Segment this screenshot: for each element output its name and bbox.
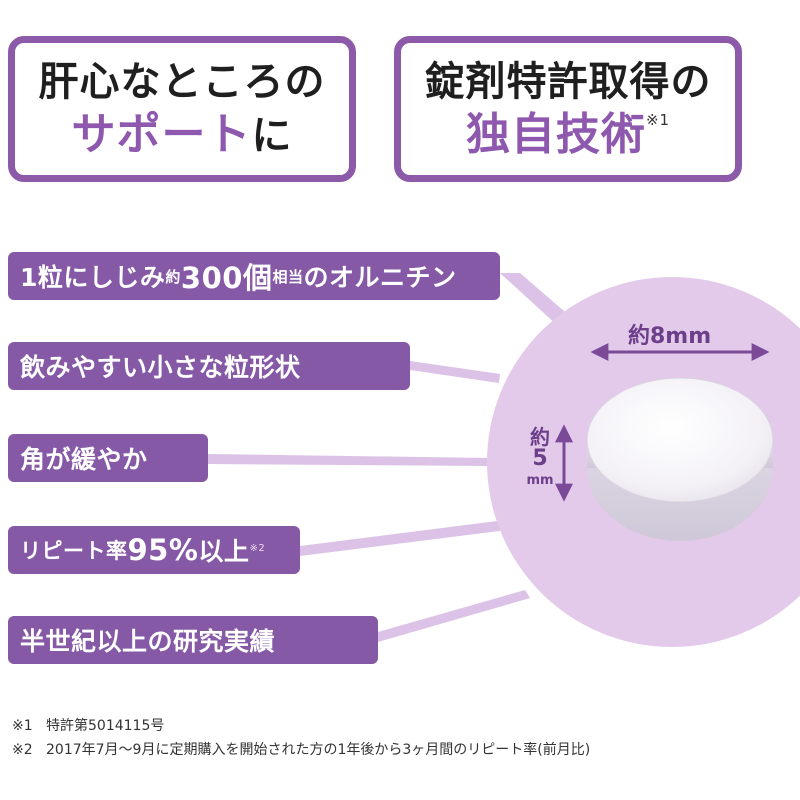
height-label: 約 5 mm xyxy=(522,426,558,492)
footnote-2: ※2 2017年7月～9月に定期購入を開始された方の1年後から3ヶ月間のリピート率… xyxy=(12,738,590,762)
footnote-2-mark: ※2 xyxy=(12,742,33,758)
feature-1-part-2: 約 xyxy=(165,267,181,286)
feature-1-part-3: 300個 xyxy=(180,261,273,295)
footnote-2-text: 2017年7月～9月に定期購入を開始された方の1年後から3ヶ月間のリピート率(前… xyxy=(46,742,591,758)
connector-line-5 xyxy=(378,590,530,642)
connector-line-3 xyxy=(208,454,492,466)
headline-box-patent: 錠剤特許取得の 独自技術※1 xyxy=(394,36,742,182)
width-label: 約8mm xyxy=(628,324,712,349)
headline-left-line1: 肝心なところの xyxy=(38,58,326,105)
feature-5-text: 半世紀以上の研究実績 xyxy=(20,627,276,656)
footnote-1: ※1 特許第5014115号 xyxy=(12,714,590,738)
headline-left-accent: サポート xyxy=(71,108,252,160)
headline-right-line2: 独自技術※1 xyxy=(466,107,670,162)
headline-left-line2: サポートに xyxy=(72,107,293,162)
feature-4-part-1: リピート率 xyxy=(20,539,128,563)
feature-4-note-mark: ※2 xyxy=(249,542,266,554)
headline-right-note-mark: ※1 xyxy=(645,110,671,129)
height-label-unit: mm xyxy=(526,473,554,488)
connector-lines xyxy=(208,273,572,642)
headline-box-liver-support: 肝心なところの サポートに xyxy=(8,36,356,182)
height-label-about: 約 xyxy=(530,425,550,449)
height-label-value: 5 xyxy=(532,446,548,471)
feature-pill-rounded-corners: 角が緩やか xyxy=(8,434,208,482)
feature-pill-research-history: 半世紀以上の研究実績 xyxy=(8,616,378,664)
feature-3-text: 角が緩やか xyxy=(20,445,148,474)
feature-4-part-2: 95% xyxy=(127,533,199,567)
tablet xyxy=(586,377,774,541)
footnote-1-text: 特許第5014115号 xyxy=(46,718,165,734)
feature-4-part-3: 以上 xyxy=(198,537,250,566)
feature-2-text: 飲みやすい小さな粒形状 xyxy=(20,353,301,382)
connector-line-1 xyxy=(500,273,572,326)
headline-right-accent: 独自技術 xyxy=(465,108,646,160)
feature-1-part-4: 相当 xyxy=(272,267,304,286)
connector-line-2 xyxy=(410,361,500,383)
headline-right-line1: 錠剤特許取得の xyxy=(424,58,712,105)
footnotes: ※1 特許第5014115号 ※2 2017年7月～9月に定期購入を開始された方の1… xyxy=(12,714,590,762)
connector-line-4 xyxy=(300,520,507,556)
footnote-1-mark: ※1 xyxy=(12,718,33,734)
feature-1-part-1: 1粒にしじみ xyxy=(20,263,166,292)
feature-pill-small-shape: 飲みやすい小さな粒形状 xyxy=(8,342,410,390)
headline-left-suffix: に xyxy=(251,112,293,159)
feature-1-part-5: のオルニチン xyxy=(303,263,457,292)
